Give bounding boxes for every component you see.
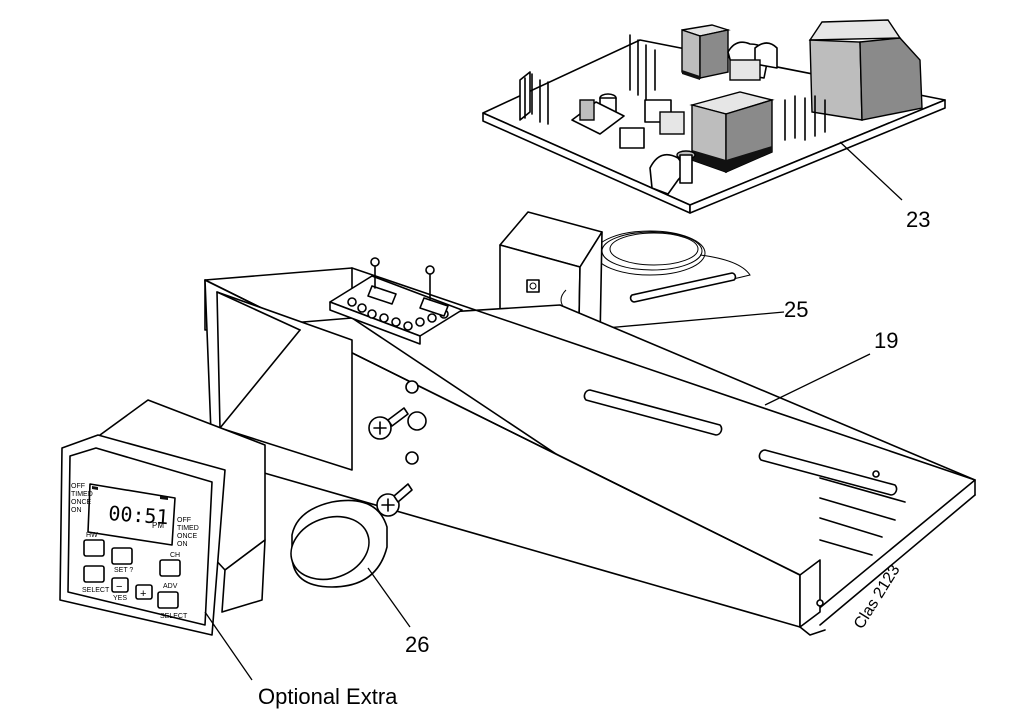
callout-19: 19 bbox=[874, 328, 898, 353]
mounting-holes bbox=[405, 380, 880, 607]
screw-lower bbox=[376, 483, 413, 517]
hw-button[interactable] bbox=[83, 539, 105, 557]
chassis bbox=[204, 257, 976, 636]
callout-26: 26 bbox=[405, 632, 429, 657]
mode-right-on: ON bbox=[177, 541, 188, 548]
pin-headers bbox=[524, 34, 826, 141]
terminal-block bbox=[329, 257, 463, 345]
base-slots bbox=[583, 389, 906, 556]
minus-label: − bbox=[116, 581, 122, 593]
relay-small bbox=[681, 24, 731, 80]
select-right-label: SELECT bbox=[160, 613, 188, 620]
minus-button[interactable] bbox=[111, 577, 129, 593]
plus-label: + bbox=[140, 588, 146, 600]
ch-label: CH bbox=[170, 552, 180, 559]
callout-23: 23 bbox=[906, 207, 930, 232]
yes-label: YES bbox=[113, 595, 127, 602]
mode-right-once: ONCE bbox=[177, 533, 198, 540]
adv-label: ADV bbox=[163, 583, 178, 590]
mode-left-once: ONCE bbox=[71, 499, 92, 506]
set-label: SET ? bbox=[114, 567, 133, 574]
mode-labels-right: OFF TIMED ONCE ON bbox=[177, 517, 199, 548]
mode-left-timed: TIMED bbox=[71, 491, 93, 498]
transformer bbox=[808, 19, 923, 121]
programmer-unit: 00:51 PM OFF TIMED ONCE ON OFF TIMED ONC… bbox=[59, 399, 266, 681]
timer-digits: 00:51 bbox=[108, 501, 170, 529]
mode-labels-left: OFF TIMED ONCE ON bbox=[71, 483, 93, 514]
select-left-label: SELECT bbox=[82, 587, 110, 594]
select-left-button[interactable] bbox=[83, 565, 105, 583]
pcb-board bbox=[482, 19, 946, 214]
screw-upper bbox=[368, 407, 409, 440]
timer-ampm: PM bbox=[152, 521, 164, 530]
mode-left-off: OFF bbox=[71, 483, 85, 490]
plus-button[interactable] bbox=[135, 584, 153, 600]
select-right-button[interactable] bbox=[157, 591, 179, 609]
mode-right-timed: TIMED bbox=[177, 525, 199, 532]
ch-button[interactable] bbox=[159, 559, 181, 577]
hw-label: HW bbox=[86, 532, 98, 539]
mode-left-on: ON bbox=[71, 507, 82, 514]
control-knob bbox=[290, 499, 411, 628]
set-button[interactable] bbox=[111, 547, 133, 565]
relay-large bbox=[689, 91, 775, 174]
callout-25: 25 bbox=[784, 297, 808, 322]
optional-extra-label: Optional Extra bbox=[258, 684, 398, 709]
mode-right-off: OFF bbox=[177, 517, 191, 524]
pcb-components bbox=[519, 41, 778, 195]
capillary-coil bbox=[594, 230, 751, 303]
